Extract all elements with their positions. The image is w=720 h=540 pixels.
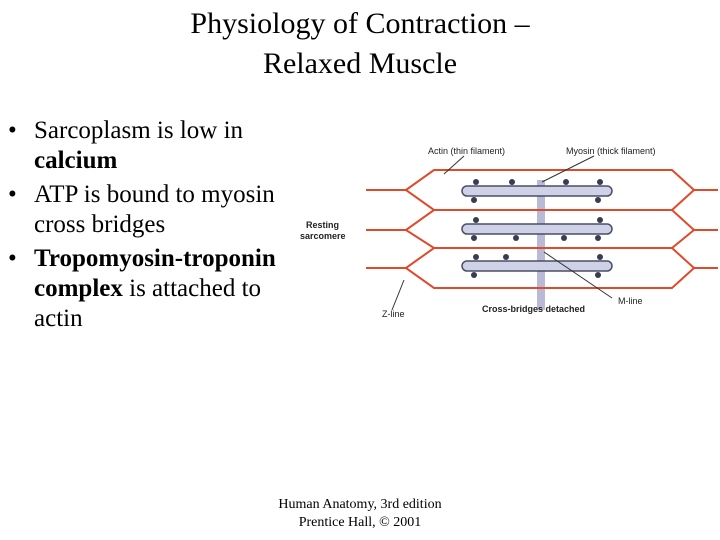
myosin-head: [509, 179, 515, 185]
actin-label: Actin (thin filament): [428, 146, 505, 156]
leader-line: [543, 251, 613, 299]
bullet-bold-text: calcium: [34, 147, 118, 174]
myosin-heads: [471, 179, 603, 278]
z-line-label: Z-line: [382, 309, 405, 319]
myosin-head: [597, 179, 603, 185]
slide-title: Physiology of Contraction – Relaxed Musc…: [0, 4, 720, 84]
bullet-text: is attached to actin: [34, 275, 262, 332]
myosin-head: [513, 235, 519, 241]
actin-filaments: [366, 169, 718, 289]
bullet-text: Sarcoplasm is low in: [34, 117, 244, 144]
myosin-head: [473, 179, 479, 185]
bullet-item: • ATP is bound to myosin cross bridges: [8, 180, 298, 240]
slide-title-line-2: Relaxed Muscle: [262, 47, 458, 80]
myosin-head: [473, 217, 479, 223]
myosin-head: [503, 254, 509, 260]
bullet-list: • Sarcoplasm is low in calcium • ATP is …: [8, 116, 298, 338]
myosin-head: [473, 254, 479, 260]
cross-bridges-label: Cross-bridges detached: [482, 304, 585, 314]
myosin-head: [597, 217, 603, 223]
bullet-dot: •: [8, 181, 17, 208]
myosin-label: Myosin (thick filament): [566, 146, 656, 156]
myosin-head: [595, 272, 601, 278]
resting-sarcomere-label: Resting sarcomere: [300, 220, 346, 241]
m-line-label: M-line: [618, 296, 643, 306]
leader-line: [391, 279, 405, 311]
myosin-head: [563, 179, 569, 185]
myosin-head: [595, 197, 601, 203]
myosin-filament: [461, 223, 613, 235]
resting-label-line-1: Resting: [306, 220, 339, 230]
bullet-dot: •: [8, 117, 17, 144]
bullet-item: • Sarcoplasm is low in calcium: [8, 116, 298, 176]
sarcomere-diagram: Actin (thin filament) Myosin (thick fila…: [300, 146, 718, 319]
myosin-head: [471, 235, 477, 241]
myosin-head: [597, 254, 603, 260]
myosin-head: [595, 235, 601, 241]
slide-title-line-1: Physiology of Contraction –: [190, 7, 530, 40]
m-line: [537, 180, 545, 310]
bullet-dot: •: [8, 245, 17, 272]
actin-filament: [366, 267, 718, 289]
myosin-filament: [461, 185, 613, 197]
leader-line: [443, 155, 465, 175]
myosin-head: [471, 272, 477, 278]
leader-line: [541, 155, 595, 183]
credit: Human Anatomy, 3rd edition Prentice Hall…: [250, 496, 470, 532]
bullet-item: • Tropomyosin-troponin complex is attach…: [8, 244, 298, 334]
myosin-filaments: [461, 185, 613, 272]
resting-label-line-2: sarcomere: [300, 231, 346, 241]
credit-line-2: Prentice Hall, © 2001: [298, 515, 422, 530]
bullet-bold-text: Tropomyosin-troponin complex: [34, 245, 276, 302]
myosin-head: [471, 197, 477, 203]
myosin-head: [561, 235, 567, 241]
myosin-filament: [461, 260, 613, 272]
credit-line-1: Human Anatomy, 3rd edition: [278, 497, 442, 512]
leader-lines: [391, 155, 613, 311]
bullet-text: ATP is bound to myosin cross bridges: [34, 181, 275, 238]
